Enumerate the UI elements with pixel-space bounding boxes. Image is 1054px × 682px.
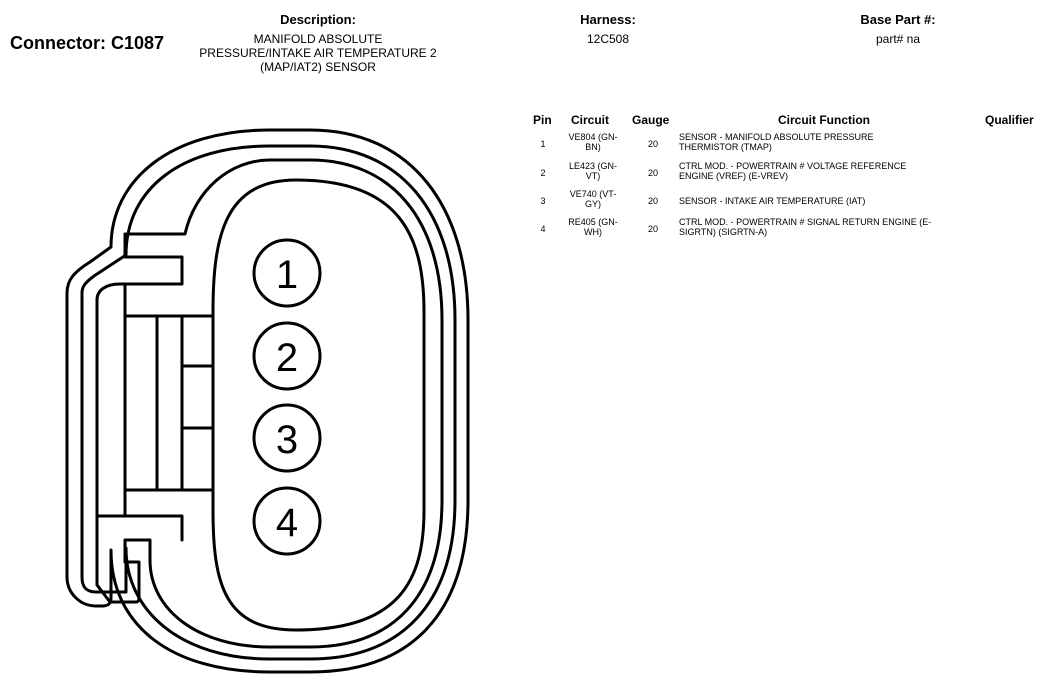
latch-step-outline bbox=[95, 514, 184, 542]
function-line: CTRL MOD. - POWERTRAIN # VOLTAGE REFEREN… bbox=[679, 161, 907, 171]
pin-cell: 4 bbox=[540, 224, 546, 234]
base-part-value: part# na bbox=[875, 32, 921, 46]
pin-4-label: 4 bbox=[276, 501, 298, 545]
circuit-line: VT) bbox=[585, 171, 601, 181]
pin-1-circle bbox=[252, 238, 322, 308]
pin-3-circle bbox=[252, 403, 322, 473]
harness-value: 12C508 bbox=[586, 32, 630, 46]
description-block: Description: MANIFOLD ABSOLUTE PRESSURE/… bbox=[176, 12, 460, 74]
circuit-line: VE740 (VT- bbox=[569, 189, 617, 199]
base-part-block: Base Part #: part# na bbox=[820, 12, 976, 46]
circuit-cell: RE405 (GN- WH) bbox=[562, 217, 624, 237]
pin-2-circle bbox=[252, 321, 322, 391]
pin-3-label: 3 bbox=[276, 418, 298, 462]
table-row: 4 RE405 (GN- WH) 20 CTRL MOD. - POWERTRA… bbox=[0, 217, 1054, 247]
gauge-cell: 20 bbox=[647, 139, 658, 149]
circuit-line: RE405 (GN- bbox=[568, 217, 618, 227]
gauge-cell: 20 bbox=[647, 196, 658, 206]
circuit-cell: LE423 (GN- VT) bbox=[562, 161, 624, 181]
function-cell: SENSOR - MANIFOLD ABSOLUTE PRESSURE THER… bbox=[679, 132, 979, 152]
function-cell: SENSOR - INTAKE AIR TEMPERATURE (IAT) bbox=[679, 196, 979, 206]
circuit-line: BN) bbox=[585, 142, 601, 152]
circuit-cell: VE804 (GN- BN) bbox=[562, 132, 624, 152]
description-label: Description: bbox=[280, 12, 356, 27]
harness-label: Harness: bbox=[580, 12, 636, 27]
function-line: SIGRTN) (SIGRTN-A) bbox=[679, 227, 768, 237]
description-line-3: (MAP/IAT2) SENSOR bbox=[260, 60, 376, 74]
function-cell: CTRL MOD. - POWERTRAIN # SIGNAL RETURN E… bbox=[679, 217, 979, 237]
column-header-pin: Pin bbox=[533, 113, 552, 127]
function-line: SENSOR - MANIFOLD ABSOLUTE PRESSURE bbox=[679, 132, 874, 142]
circuit-line: VE804 (GN- bbox=[568, 132, 618, 142]
column-header-circuit-function: Circuit Function bbox=[778, 113, 870, 127]
circuit-cell: VE740 (VT- GY) bbox=[562, 189, 624, 209]
column-header-qualifier: Qualifier bbox=[985, 113, 1034, 127]
description-line-1: MANIFOLD ABSOLUTE bbox=[253, 32, 383, 46]
function-line: ENGINE (VREF) (E-VREV) bbox=[679, 171, 789, 181]
base-part-label: Base Part #: bbox=[860, 12, 936, 27]
latch-outer bbox=[123, 314, 215, 492]
connector-title: Connector: C1087 bbox=[10, 33, 165, 53]
function-line: THERMISTOR (TMAP) bbox=[679, 142, 772, 152]
harness-block: Harness: 12C508 bbox=[548, 12, 668, 46]
pin-1-label: 1 bbox=[276, 253, 298, 297]
cavity-wall-outline bbox=[95, 158, 444, 649]
pin-cell: 2 bbox=[540, 168, 546, 178]
table-row: 3 VE740 (VT- GY) 20 SENSOR - INTAKE AIR … bbox=[0, 189, 1054, 219]
pin-cell: 1 bbox=[540, 139, 546, 149]
gauge-cell: 20 bbox=[647, 224, 658, 234]
pin-cavity-outline bbox=[211, 178, 426, 632]
circuit-line: GY) bbox=[584, 199, 601, 209]
circuit-line: WH) bbox=[584, 227, 602, 237]
circuit-line: LE423 (GN- bbox=[568, 161, 618, 171]
column-header-gauge: Gauge bbox=[632, 113, 670, 127]
table-row: 2 LE423 (GN- VT) 20 CTRL MOD. - POWERTRA… bbox=[0, 161, 1054, 191]
function-line: SENSOR - INTAKE AIR TEMPERATURE (IAT) bbox=[679, 196, 866, 206]
function-line: CTRL MOD. - POWERTRAIN # SIGNAL RETURN E… bbox=[679, 217, 932, 227]
pin-2-label: 2 bbox=[276, 336, 298, 380]
description-line-2: PRESSURE/INTAKE AIR TEMPERATURE 2 bbox=[199, 46, 437, 60]
pin-cell: 3 bbox=[540, 196, 546, 206]
function-cell: CTRL MOD. - POWERTRAIN # VOLTAGE REFEREN… bbox=[679, 161, 979, 181]
table-row: 1 VE804 (GN- BN) 20 SENSOR - MANIFOLD AB… bbox=[0, 132, 1054, 162]
pin-4-circle bbox=[252, 486, 322, 556]
column-header-circuit: Circuit bbox=[571, 113, 610, 127]
gauge-cell: 20 bbox=[647, 168, 658, 178]
housing-outer-outline bbox=[65, 128, 470, 674]
